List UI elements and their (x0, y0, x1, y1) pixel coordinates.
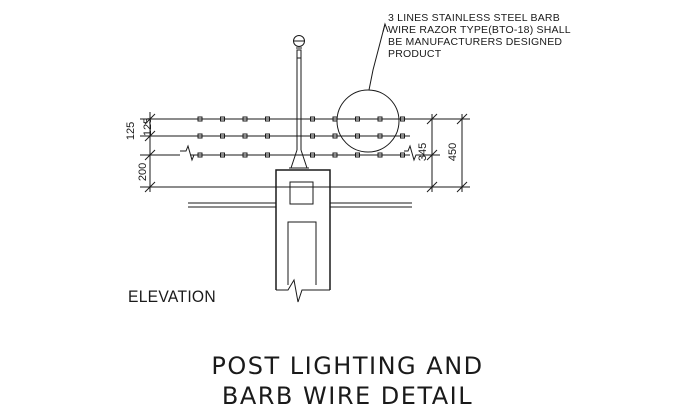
barb (400, 133, 405, 139)
leader-arrow (382, 22, 389, 33)
tick-2 (144, 130, 156, 142)
dim-right-inner: 345 (417, 143, 429, 161)
barb (242, 133, 248, 139)
note-line: BE MANUFACTURERS DESIGNED (388, 36, 563, 48)
barb (220, 152, 225, 158)
barb (310, 152, 315, 158)
barb (400, 116, 405, 122)
barb (355, 152, 360, 158)
right-dimensions (410, 113, 470, 193)
tick-3 (144, 149, 156, 161)
detail-title-line-2: BARB WIRE DETAIL (221, 382, 474, 410)
barb (265, 152, 270, 158)
note-line: WIRE RAZOR TYPE(BTO-18) SHALL (388, 24, 571, 36)
barb (355, 116, 360, 122)
dim-left-upper: 125 (125, 122, 137, 140)
tick-1 (144, 113, 156, 125)
dim-right-outer: 450 (447, 143, 459, 161)
pole-base (290, 149, 308, 169)
tick-r3 (426, 181, 438, 193)
lamp-neck (296, 49, 302, 59)
lamp-head (293, 35, 305, 47)
barb (355, 133, 360, 139)
lamp-post (289, 35, 309, 169)
barb (265, 116, 270, 122)
tick-4 (144, 181, 156, 193)
detail-circle (336, 89, 400, 153)
dim-left-middle: 125 (142, 118, 154, 136)
detail-callout (336, 22, 400, 153)
barb-marks (197, 116, 405, 158)
post-upper-opening (289, 181, 314, 205)
post-outline (275, 169, 331, 290)
leader-line (368, 23, 386, 91)
dim-left-lower: 200 (137, 163, 149, 181)
break-mark-left (180, 144, 198, 162)
concrete-post (275, 169, 331, 303)
barb (220, 133, 225, 139)
barb (332, 152, 338, 158)
specification-note: 3 LINES STAINLESS STEEL BARB WIRE RAZOR … (388, 12, 618, 60)
post-lower-slot (287, 221, 317, 285)
barb (310, 133, 315, 139)
detail-title-line-1: POST LIGHTING AND (211, 352, 484, 380)
tick-r1 (426, 113, 438, 125)
barb (220, 116, 225, 122)
barb (242, 116, 248, 122)
post-break (276, 278, 330, 303)
barb (242, 152, 248, 158)
barb-wire-lines (188, 118, 412, 208)
note-line: 3 LINES STAINLESS STEEL BARB (388, 12, 560, 24)
tick-r4 (456, 113, 468, 125)
barb (377, 116, 383, 122)
barb (377, 133, 383, 139)
barb (310, 116, 315, 122)
barb (377, 152, 383, 158)
left-dimensions (140, 112, 190, 193)
tick-r2 (426, 149, 438, 161)
note-line: PRODUCT (388, 48, 442, 60)
barb (332, 133, 338, 139)
barb (400, 152, 405, 158)
barb (265, 133, 270, 139)
barb (197, 116, 203, 122)
barb (197, 133, 203, 139)
tick-r5 (456, 181, 468, 193)
elevation-label: ELEVATION (128, 287, 216, 306)
